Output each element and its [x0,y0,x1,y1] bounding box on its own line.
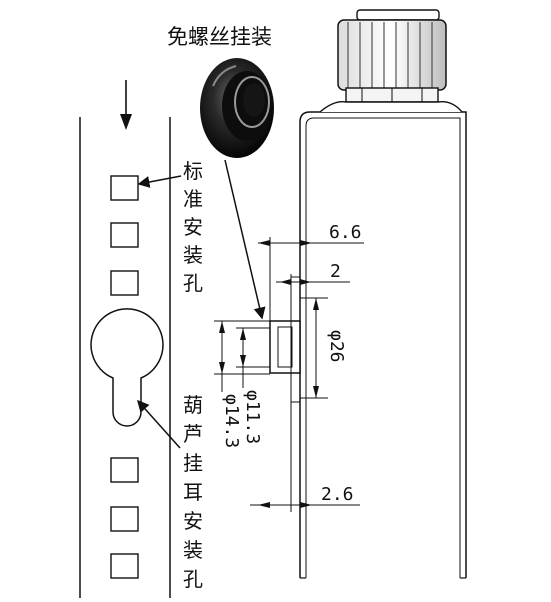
dim-phi26-label: φ26 [326,330,347,363]
screwless-mount-label: 免螺丝挂装 [167,25,272,49]
square-hole [110,222,139,248]
standard-hole-label: 标 准 安 装 孔 [183,159,209,295]
standard-holes-lower [110,457,139,579]
mounting-rail [79,117,171,598]
cable-gland-icon [319,9,463,113]
dim-2-6 [250,402,360,512]
dim-phi11-3-label: φ11.3 [242,390,263,444]
dim-phi26 [300,297,328,399]
square-hole [110,457,139,483]
grommet-icon [200,58,274,158]
down-arrow-icon [120,80,132,130]
gourd-hole-label: 葫 芦 挂 耳 安 装 孔 [183,393,209,591]
square-hole [110,553,139,579]
dim-6-6 [258,237,364,321]
gourd-hole [90,308,164,427]
dim-2-label: 2 [330,261,341,282]
dim-2 [276,274,350,290]
square-hole [110,506,139,532]
dim-2-6-label: 2.6 [321,484,354,505]
dim-phi14-3 [214,320,270,392]
dim-phi11-3 [236,327,270,388]
dim-6-6-label: 6.6 [329,222,362,243]
standard-hole-callout [137,175,182,188]
grommet-callout [224,159,266,320]
mounting-stud [269,276,301,403]
enclosure-body [299,111,467,579]
gourd-hole-callout [137,399,181,449]
dim-phi14-3-label: φ14.3 [221,394,242,448]
standard-holes-upper [110,175,139,296]
square-hole [110,270,139,296]
square-hole [110,175,139,201]
